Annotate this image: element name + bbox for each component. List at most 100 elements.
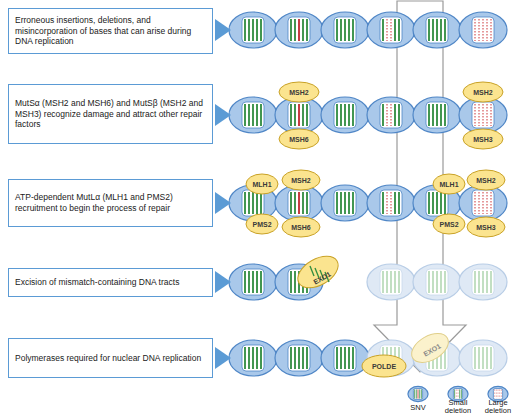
base-stroke (298, 19, 300, 41)
base-stroke (398, 271, 400, 293)
dna-bead (229, 340, 277, 376)
base-stroke (454, 389, 455, 398)
base-stroke (290, 347, 292, 369)
base-stroke (352, 19, 354, 41)
base-stroke (440, 19, 442, 41)
dna-bead (321, 12, 369, 48)
base-stroke (478, 19, 479, 41)
protein-shape (463, 129, 503, 149)
dna-window (242, 269, 264, 295)
base-stroke (248, 347, 250, 369)
base-stroke (248, 271, 250, 293)
base-stroke (474, 192, 475, 214)
base-stroke (459, 389, 460, 398)
base-stroke (428, 271, 430, 293)
base-stroke (498, 389, 499, 398)
base-stroke (352, 104, 354, 126)
base-stroke (419, 389, 420, 398)
dna-bead (413, 97, 461, 133)
protein-shape (282, 217, 320, 237)
base-stroke (294, 104, 296, 126)
base-stroke (298, 104, 300, 126)
base-stroke (499, 389, 500, 398)
base-stroke (252, 271, 254, 293)
protein-shape (246, 174, 278, 194)
base-stroke (386, 104, 387, 126)
protein-label: MLH1 (439, 181, 458, 188)
protein-shape (463, 82, 503, 102)
base-stroke (348, 192, 350, 214)
base-stroke (294, 347, 296, 369)
base-stroke (340, 192, 342, 214)
base-stroke (394, 19, 396, 41)
base-stroke (306, 192, 308, 214)
base-stroke (444, 271, 446, 293)
base-stroke (290, 19, 292, 41)
base-stroke (244, 347, 246, 369)
dna-window (472, 17, 494, 43)
base-stroke (244, 104, 246, 126)
excised-base (310, 266, 314, 276)
base-stroke (494, 389, 495, 398)
dna-bead (459, 264, 507, 300)
base-stroke (306, 104, 308, 126)
base-stroke (340, 347, 342, 369)
base-stroke (428, 104, 430, 126)
base-stroke (432, 192, 434, 214)
base-stroke (416, 389, 417, 398)
dna-bead (367, 264, 415, 300)
base-stroke (290, 104, 292, 126)
base-stroke (382, 104, 384, 126)
base-stroke (260, 104, 262, 126)
protein-label: MSH2 (476, 177, 495, 184)
dna-bead (367, 185, 415, 221)
dna-window (288, 102, 310, 128)
base-stroke (348, 104, 350, 126)
row-arrow (215, 271, 231, 293)
base-stroke (444, 192, 446, 214)
base-stroke (394, 192, 396, 214)
base-stroke (486, 347, 488, 369)
base-stroke (496, 389, 497, 398)
base-stroke (436, 19, 438, 41)
dna-window (380, 269, 402, 295)
base-stroke (260, 347, 262, 369)
dna-window (334, 190, 356, 216)
dna-bead (459, 12, 507, 48)
row-arrow (215, 192, 231, 214)
dna-bead (367, 12, 415, 48)
dna-bead (229, 12, 277, 48)
base-stroke (486, 271, 488, 293)
base-stroke (386, 19, 387, 41)
base-stroke (432, 19, 434, 41)
protein-label: MSH3 (476, 224, 495, 231)
dna-window (472, 345, 494, 371)
protein-shape (433, 174, 465, 194)
base-stroke (474, 347, 476, 369)
dna-window (426, 102, 448, 128)
base-stroke (252, 19, 254, 41)
base-stroke (244, 192, 246, 214)
base-stroke (398, 192, 400, 214)
protein-shape (467, 170, 505, 190)
process-box: MutSα (MSH2 and MSH6) and MutSβ (MSH2 an… (8, 84, 213, 144)
base-stroke (390, 192, 391, 214)
base-stroke (348, 19, 350, 41)
dna-window (472, 190, 494, 216)
base-stroke (482, 19, 483, 41)
base-stroke (260, 192, 262, 214)
base-stroke (418, 389, 419, 398)
base-stroke (306, 347, 308, 369)
base-stroke (490, 347, 492, 369)
base-stroke (344, 192, 346, 214)
step-text: MutSα (MSH2 and MSH6) and MutSβ (MSH2 an… (15, 98, 206, 130)
base-stroke (382, 271, 384, 293)
text-wrap: Excision of mismatch-containing DNA trac… (15, 277, 179, 288)
dna-bead (229, 97, 277, 133)
base-stroke (390, 104, 391, 126)
base-stroke (414, 389, 415, 398)
base-stroke (340, 19, 342, 41)
dna-window (288, 190, 310, 216)
base-stroke (474, 271, 476, 293)
base-stroke (352, 192, 354, 214)
